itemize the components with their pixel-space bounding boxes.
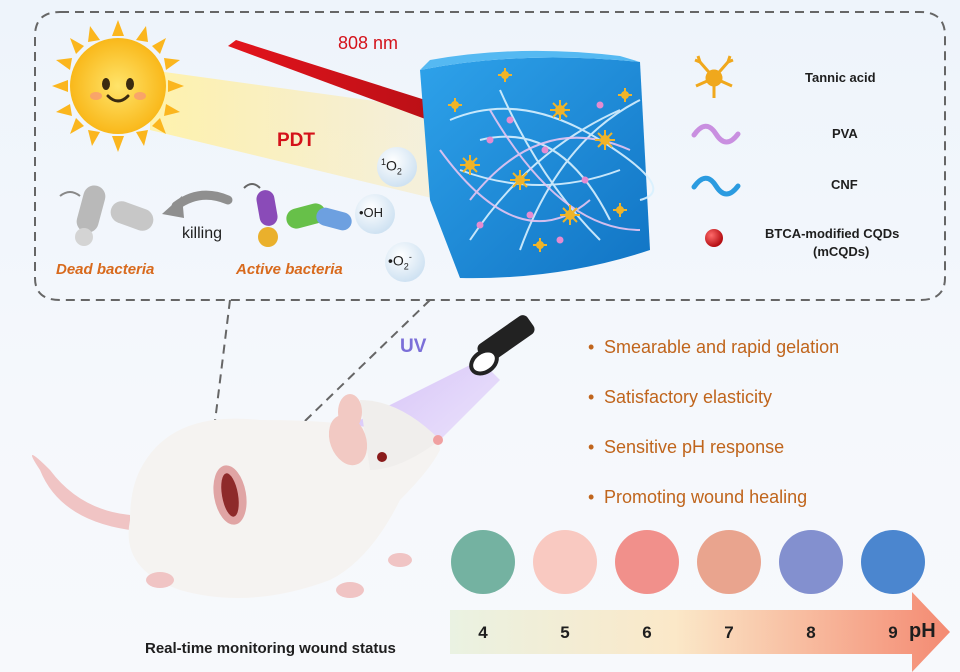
killing-label: killing (182, 225, 223, 242)
legend-label-cnf: CNF (831, 177, 858, 192)
killing-arrow (171, 190, 233, 211)
ph-gradient-arrow (450, 592, 950, 672)
bullet-icon: • (588, 337, 595, 357)
legend-label-pva: PVA (832, 126, 858, 141)
laser-wavelength-label: 808 nm (338, 33, 399, 53)
uv-label: UV (400, 336, 427, 357)
legend-label-mcqds: BTCA-modified CQDs (765, 226, 900, 241)
wound-monitoring-caption: Real-time monitoring wound status (145, 640, 396, 657)
ph-tick-label: 5 (560, 623, 570, 642)
dead-bacteria-icon (59, 185, 154, 246)
laser-beam (228, 40, 438, 120)
ph-tick-label: 9 (888, 623, 898, 642)
ph-color-swatch-8 (779, 530, 843, 594)
cnf-fiber-icon (691, 175, 741, 197)
bullet-icon: • (588, 387, 595, 407)
feature-item: • Smearable and rapid gelation (588, 337, 839, 358)
singlet-oxygen-main: O (386, 157, 397, 174)
uv-flashlight-icon (469, 315, 535, 376)
hydroxyl-label: •OH (359, 205, 384, 220)
ph-tick-label: 7 (724, 623, 734, 642)
superoxide-sup: - (408, 252, 412, 262)
active-bacteria-label: Active bacteria (236, 261, 343, 278)
superoxide-label: •O2- (388, 252, 412, 271)
ph-color-swatch-7 (697, 530, 761, 594)
light-beam (150, 70, 440, 200)
feature-item: • Sensitive pH response (588, 437, 784, 458)
ph-tick-label: 4 (478, 623, 488, 642)
ph-color-swatch-6 (615, 530, 679, 594)
feature-text: Smearable and rapid gelation (604, 337, 840, 357)
feature-text: Promoting wound healing (604, 487, 808, 507)
tannic-acid-icon (694, 55, 734, 98)
superoxide-main: •O (388, 252, 404, 269)
ph-color-swatch-5 (533, 530, 597, 594)
feature-item: • Promoting wound healing (588, 487, 807, 508)
ph-tick-label: 8 (806, 623, 816, 642)
sun-icon (52, 20, 184, 152)
callout-outline (34, 11, 946, 301)
hydrogel-cube (420, 50, 655, 279)
mouse-illustration (32, 394, 443, 598)
ph-unit-label: pH (909, 620, 936, 642)
pdt-label: PDT (277, 130, 315, 151)
dead-bacteria-label: Dead bacteria (56, 261, 155, 278)
legend-label-tannic-acid: Tannic acid (805, 70, 876, 85)
superoxide-sub: 2 (403, 261, 409, 272)
ph-tick-label: 6 (642, 623, 652, 642)
bullet-icon: • (588, 487, 595, 507)
singlet-oxygen-sub: 2 (396, 166, 402, 177)
ph-color-swatch-4 (451, 530, 515, 594)
feature-text: Satisfactory elasticity (604, 387, 773, 407)
ph-color-swatch-9 (861, 530, 925, 594)
mcqd-sphere-icon (705, 229, 723, 247)
pva-fiber-icon (691, 123, 741, 145)
legend-label-mcqds-abbrev: (mCQDs) (813, 244, 870, 259)
singlet-oxygen-bubble (377, 147, 417, 187)
bullet-icon: • (588, 437, 595, 457)
singlet-oxygen-sup: 1 (381, 157, 387, 167)
feature-text: Sensitive pH response (604, 437, 785, 457)
superoxide-bubble (385, 242, 425, 282)
hydroxyl-bubble (355, 194, 395, 234)
feature-item: • Satisfactory elasticity (588, 387, 772, 408)
singlet-oxygen-label: 1O2 (381, 157, 402, 176)
active-bacteria-icon (243, 183, 352, 247)
